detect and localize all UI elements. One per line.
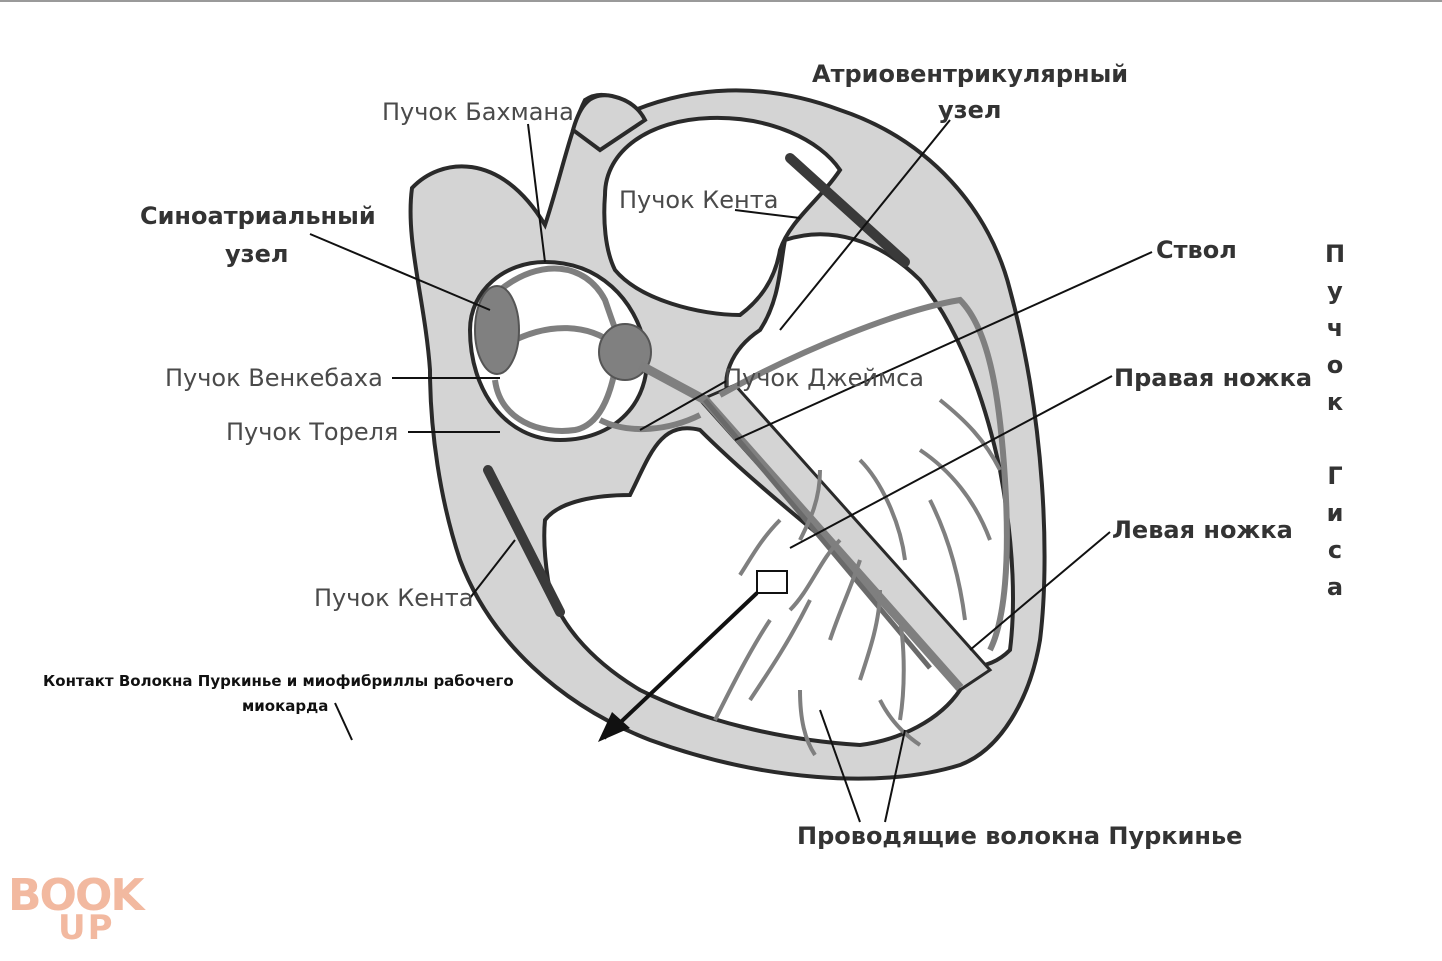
left-atrium-chamber (602, 115, 843, 318)
label-purkinje-contact-line1: Контакт Волокна Пуркинье и миофибриллы р… (43, 672, 514, 690)
leader-lines (309, 119, 1153, 823)
his-letter: к (1326, 388, 1344, 416)
his-letter: и (1326, 499, 1344, 527)
purkinje-fiber-network (713, 398, 1002, 757)
logo-text-up: UP (58, 908, 115, 948)
james-tract (598, 412, 702, 432)
kent-bundle-lower (483, 465, 565, 617)
top-border-line (0, 0, 1442, 2)
label-av-node-line2: узел (938, 96, 1002, 124)
label-sa-node-line1: Синоатриальный (140, 202, 376, 230)
his-letter: о (1326, 351, 1344, 379)
purkinje-contact-arrow (602, 591, 759, 740)
his-letter: с (1327, 536, 1343, 564)
atrioventricular-node (598, 323, 652, 381)
label-bachmann-bundle: Пучок Бахмана (382, 98, 574, 126)
label-kent-bundle-lower: Пучок Кента (314, 584, 474, 612)
label-purkinje-contact-line2: миокарда (242, 697, 329, 715)
logo-text-book: BOOK (8, 870, 144, 921)
label-sa-node-line2: узел (225, 240, 289, 268)
his-letter (1322, 421, 1348, 458)
his-letter: у (1327, 277, 1343, 305)
left-bundle-branch (718, 296, 1010, 652)
thorel-tract (492, 369, 618, 434)
label-thorel-bundle: Пучок Тореля (226, 418, 399, 446)
label-wenckebach-bundle: Пучок Венкебаха (165, 364, 383, 392)
label-james-bundle: Пучок Джеймса (724, 364, 924, 392)
sinoatrial-node (474, 285, 520, 375)
label-his-trunk: Ствол (1156, 236, 1237, 264)
label-purkinje-fibers: Проводящие волокна Пуркинье (797, 822, 1243, 850)
label-left-bundle-branch: Левая ножка (1112, 516, 1293, 544)
label-kent-bundle-upper: Пучок Кента (619, 186, 779, 214)
label-right-bundle-branch: Правая ножка (1114, 364, 1313, 392)
label-av-node-line1: Атриовентрикулярный (812, 60, 1129, 88)
purkinje-contact-box (756, 570, 788, 594)
bookup-logo: BOOK UP (8, 870, 160, 950)
purkinje-contact-arrowhead (598, 712, 630, 742)
his-letter: а (1326, 573, 1344, 601)
atrial-appendage (570, 93, 648, 153)
label-his-bundle-vertical: П у ч о к Г и с а (1322, 236, 1348, 606)
his-letter: Г (1327, 462, 1343, 490)
kent-bundle-upper (785, 153, 910, 267)
his-letter: П (1324, 240, 1346, 268)
his-letter: ч (1326, 314, 1344, 342)
